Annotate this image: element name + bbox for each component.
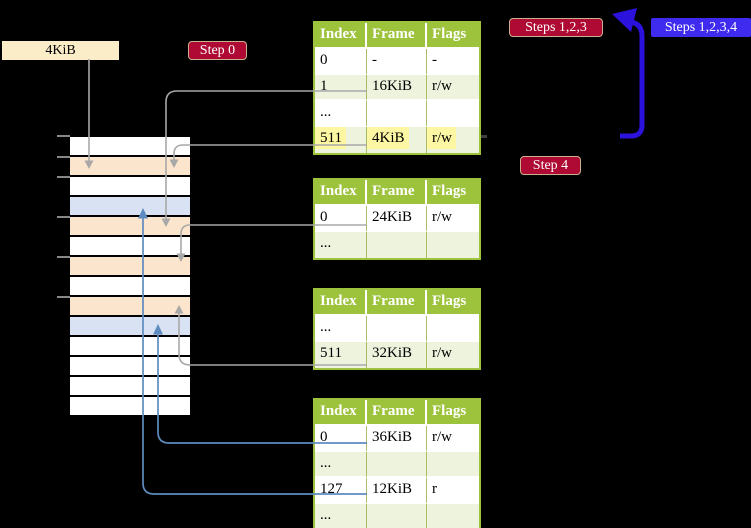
memory-frame-row-free: [70, 237, 190, 257]
memory-frame-row-free: [70, 137, 190, 157]
table-cell: 0: [315, 426, 367, 452]
memory-frame-row-free: [70, 397, 190, 417]
address-tick-mark: [57, 156, 70, 158]
memory-frame-row-free: [70, 377, 190, 397]
table-header-cell: Frame: [367, 400, 427, 426]
table-cell: r/w: [427, 342, 479, 368]
highlighted-cell-text: 4KiB: [367, 127, 409, 149]
address-tick-mark: [57, 135, 70, 137]
address-tick-mark: [57, 176, 70, 178]
table-cell: r/w: [427, 206, 479, 232]
memory-frame-row-free: [70, 277, 190, 297]
table-header-cell: Frame: [367, 180, 427, 206]
step0-label: Step 0: [188, 41, 247, 60]
table-header-cell: Index: [315, 290, 367, 316]
table-cell: [427, 316, 479, 342]
table-cell: 511: [315, 127, 367, 153]
table-cell: ...: [315, 101, 367, 127]
table-cell: [367, 101, 427, 127]
table-cell: 12KiB: [367, 478, 427, 504]
arrowhead-left-icon: [612, 8, 637, 32]
table-header-cell: Frame: [367, 290, 427, 316]
recursive-loop-arrow: [620, 19, 645, 139]
memory-frame-row-mapped-page: [70, 197, 190, 217]
table-cell: [427, 452, 479, 478]
table-cell: ...: [315, 452, 367, 478]
step4-label: Step 4: [520, 156, 581, 175]
table-cell: 1: [315, 75, 367, 101]
table-cell: [367, 316, 427, 342]
table-header-cell: Flags: [427, 180, 479, 206]
table-cell: 4KiB: [367, 127, 427, 153]
table-cell: [367, 452, 427, 478]
table-header-cell: Flags: [427, 400, 479, 426]
table-cell: 511: [315, 342, 367, 368]
table-cell: ...: [315, 504, 367, 528]
steps1234-label: Steps 1,2,3,4: [651, 18, 751, 37]
table-cell: [427, 232, 479, 258]
memory-frame-row-page-table: [70, 297, 190, 317]
table-cell: [367, 504, 427, 528]
table-cell: -: [367, 49, 427, 75]
steps123-label: Steps 1,2,3: [509, 18, 603, 37]
table-cell: [367, 232, 427, 258]
table-header-cell: Flags: [427, 23, 479, 49]
table-cell: 127: [315, 478, 367, 504]
table-header-cell: Index: [315, 180, 367, 206]
memory-frame-row-page-table: [70, 157, 190, 177]
table-cell: [427, 101, 479, 127]
memory-frame-row-page-table: [70, 217, 190, 237]
memory-frame-row-free: [70, 177, 190, 197]
table-cell: 0: [315, 49, 367, 75]
table-cell: -: [427, 49, 479, 75]
table-header-cell: Flags: [427, 290, 479, 316]
table-cell: r/w: [427, 75, 479, 101]
physical-memory-stack: [70, 137, 190, 417]
loop-arrow-tail-dash: [481, 135, 487, 138]
table-cell: 0: [315, 206, 367, 232]
table-cell: r/w: [427, 127, 479, 153]
memory-frame-row-free: [70, 357, 190, 377]
table-header-cell: Index: [315, 23, 367, 49]
address-tick-mark: [57, 256, 70, 258]
highlighted-cell-text: 511: [315, 127, 346, 149]
address-tick-mark: [57, 216, 70, 218]
memory-frame-row-page-table: [70, 257, 190, 277]
table-cell: ...: [315, 232, 367, 258]
table-cell: 32KiB: [367, 342, 427, 368]
table-cell: r/w: [427, 426, 479, 452]
memory-frame-row-mapped-page: [70, 317, 190, 337]
table-header-cell: Frame: [367, 23, 427, 49]
table-cell: 36KiB: [367, 426, 427, 452]
table-header-cell: Index: [315, 400, 367, 426]
table-cell: r: [427, 478, 479, 504]
highlighted-cell-text: r/w: [427, 127, 456, 149]
table-cell: [427, 504, 479, 528]
frame-size-label: 4KiB: [2, 41, 119, 60]
table-cell: 24KiB: [367, 206, 427, 232]
table-cell: 16KiB: [367, 75, 427, 101]
memory-frame-row-free: [70, 337, 190, 357]
table-cell: ...: [315, 316, 367, 342]
address-tick-mark: [57, 296, 70, 298]
